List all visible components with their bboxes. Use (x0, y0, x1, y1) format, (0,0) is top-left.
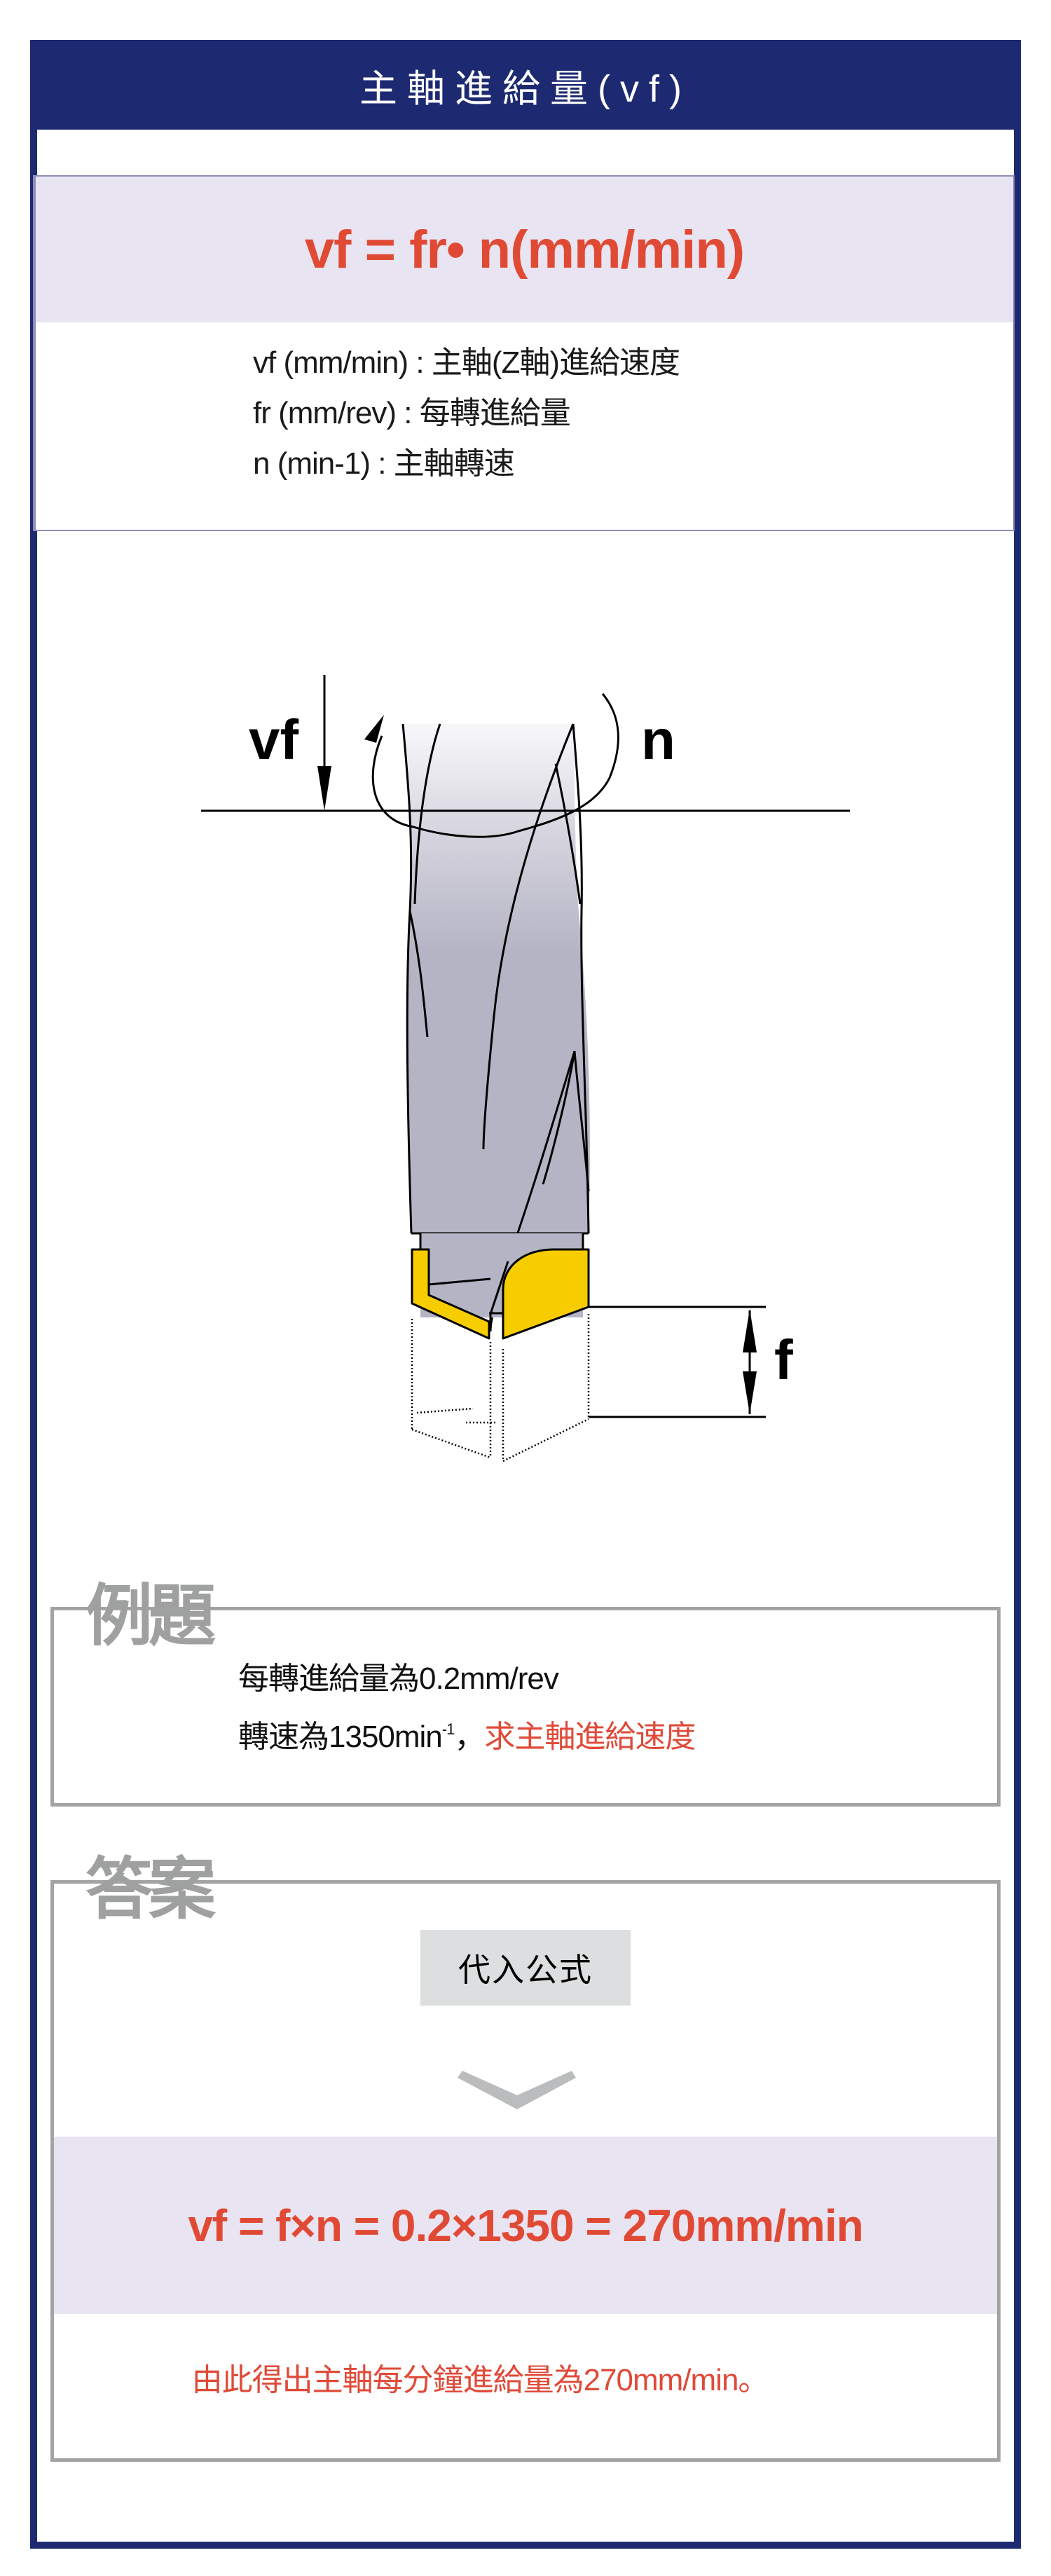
example-box (50, 1607, 1001, 1807)
example-title: 例題 (85, 1579, 216, 1654)
formula-definitions: vf (mm/min) : 主軸(Z軸)進給速度 fr (mm/rev) : 每… (253, 338, 680, 489)
workpiece-outline (411, 1314, 590, 1462)
feed-dimension (589, 1306, 766, 1418)
rotation-arrow-icon (364, 693, 619, 838)
answer-band: vf = f×n = 0.2×1350 = 270mm/min (54, 2137, 997, 2314)
chevron-down-icon (458, 2071, 576, 2109)
formula-band: vf = fr• n(mm/min) (36, 177, 1013, 322)
label-f: f (774, 1329, 793, 1391)
main-formula: vf = fr• n(mm/min) (304, 219, 745, 280)
example-line-2: 轉速為1350min-1，求主軸進給速度 (238, 1720, 696, 1754)
example-line-1: 每轉進給量為0.2mm/rev (238, 1662, 559, 1696)
example-question-highlight: 求主軸進給速度 (484, 1720, 696, 1754)
drill-diagram (201, 675, 850, 1462)
feed-arrow-icon (317, 675, 331, 811)
definition-fr: fr (mm/rev) : 每轉進給量 (253, 396, 571, 430)
answer-title: 答案 (85, 1852, 216, 1927)
page-title: 主軸進給量(vf) (359, 67, 692, 110)
answer-calculation: vf = f×n = 0.2×1350 = 270mm/min (188, 2200, 863, 2251)
answer-conclusion: 由此得出主軸每分鐘進給量為270mm/min。 (191, 2363, 769, 2397)
cutting-inserts (411, 1248, 590, 1340)
definition-vf: vf (mm/min) : 主軸(Z軸)進給速度 (253, 345, 680, 380)
step-label: 代入公式 (420, 1930, 631, 2006)
definition-n: n (min-1) : 主軸轉速 (253, 446, 515, 481)
example-question: 每轉進給量為0.2mm/rev 轉速為1350min-1，求主軸進給速度 (238, 1654, 696, 1762)
formula-box: vf = fr• n(mm/min) vf (mm/min) : 主軸(Z軸)進… (33, 175, 1015, 531)
label-vf: vf (249, 708, 299, 771)
label-n: n (641, 708, 675, 771)
